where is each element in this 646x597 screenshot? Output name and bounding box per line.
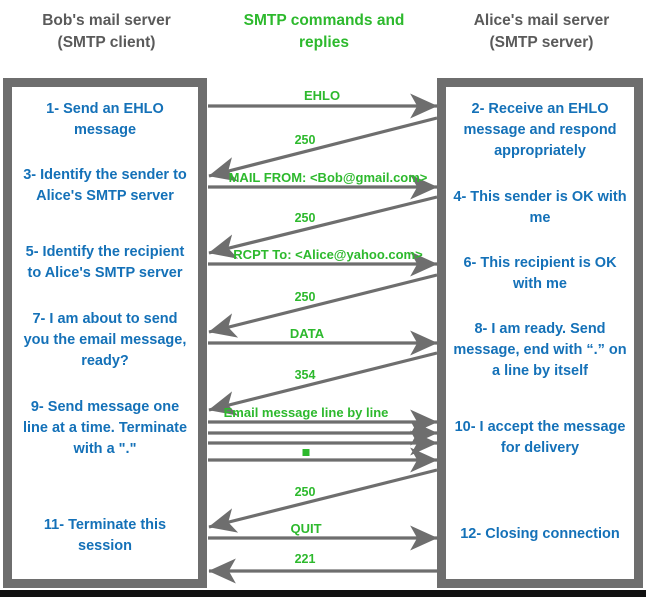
label-250-rcptto: 250 <box>294 290 316 304</box>
client-step-5: 5- Identify the recipient to Alice's SMT… <box>25 244 185 281</box>
label-rcpt-to: RCPT To: <Alice@yahoo.com> <box>233 247 423 262</box>
header-server-line2: (SMTP server) <box>489 34 594 51</box>
bottom-strip <box>0 590 646 597</box>
header-client: Bob's mail server (SMTP client) <box>4 10 209 54</box>
client-box: 1- Send an EHLO message 3- Identify the … <box>3 78 207 588</box>
header-client-line1: Bob's mail server <box>42 12 171 29</box>
server-box: 2- Receive an EHLO message and respond a… <box>437 78 643 588</box>
label-mail-from: MAIL FROM: <Bob@gmail.com> <box>228 170 428 185</box>
header-server: Alice's mail server (SMTP server) <box>439 10 644 54</box>
header-center-line1: SMTP commands and <box>243 12 405 29</box>
label-email-message-lines: Email message line by line <box>223 405 389 420</box>
server-step-2: 2- Receive an EHLO message and respond a… <box>463 101 617 159</box>
client-step-1: 1- Send an EHLO message <box>46 101 164 138</box>
client-step-9: 9- Send message one line at a time. Term… <box>22 399 188 457</box>
server-step-10: 10- I accept the message for delivery <box>454 419 626 456</box>
label-quit: QUIT <box>290 521 322 536</box>
label-ehlo: EHLO <box>303 88 341 103</box>
server-step-12: 12- Closing connection <box>460 526 620 542</box>
server-step-8: 8- I am ready. Send message, end with “.… <box>453 321 627 379</box>
server-step-6: 6- This recipient is OK with me <box>463 255 617 292</box>
header-center: SMTP commands and replies <box>213 10 435 54</box>
header-center-line2: replies <box>299 34 349 51</box>
client-step-7: 7- I am about to send you the email mess… <box>23 311 187 369</box>
label-250-data: 250 <box>294 485 316 499</box>
header-client-line2: (SMTP client) <box>57 34 156 51</box>
server-step-4: 4- This sender is OK with me <box>453 189 627 226</box>
label-data: DATA <box>289 326 325 341</box>
label-354: 354 <box>294 368 316 382</box>
client-step-11: 11- Terminate this session <box>43 517 167 554</box>
message-terminator-dot-icon <box>302 449 310 456</box>
header-server-line1: Alice's mail server <box>473 12 610 29</box>
label-250-mailfrom: 250 <box>294 211 316 225</box>
label-250-ehlo: 250 <box>294 133 316 147</box>
label-221: 221 <box>294 552 316 566</box>
client-step-3: 3- Identify the sender to Alice's SMTP s… <box>23 167 187 204</box>
